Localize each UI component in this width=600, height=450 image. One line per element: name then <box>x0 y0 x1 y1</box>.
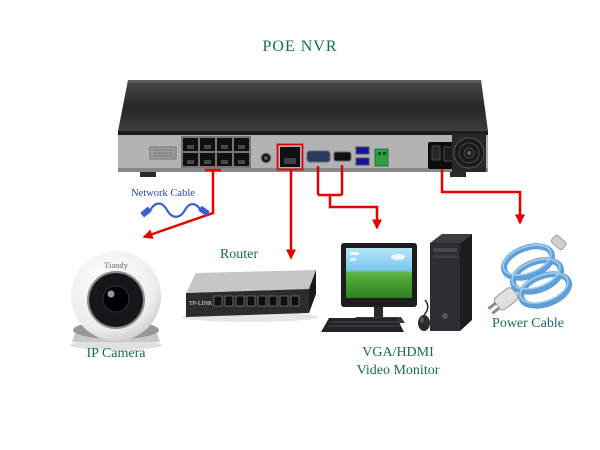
ip-camera-label: IP Camera <box>86 346 146 361</box>
router-illustration: TP-LINK <box>182 270 318 322</box>
nvr-usb-ports <box>355 146 370 166</box>
ip-camera-illustration: Tiandy <box>70 251 162 350</box>
mouse-illustration <box>418 299 430 331</box>
nvr-hdmi-port <box>333 151 352 162</box>
video-monitor-label-line1: VGA/HDMI <box>362 345 434 360</box>
router-brand: TP-LINK <box>189 301 213 307</box>
network-cable-doodle <box>140 202 210 218</box>
arrow-to-camera <box>142 170 215 239</box>
nvr-device <box>118 80 488 177</box>
nvr-title-label: POE NVR <box>262 38 338 55</box>
connection-arrows <box>142 165 525 260</box>
nvr-vga-port <box>306 150 331 163</box>
nvr-lan-port <box>276 143 304 171</box>
power-plug <box>487 287 519 315</box>
power-cable-label: Power Cable <box>492 316 564 331</box>
nvr-round-connector <box>260 152 272 164</box>
nvr-foot-left <box>140 172 156 177</box>
arrow-to-power-cable <box>440 169 525 225</box>
arrow-to-monitor <box>328 195 382 230</box>
video-monitor-label: VGA/HDMI Video Monitor <box>335 344 461 380</box>
nvr-top-edge <box>127 80 482 83</box>
nvr-fan <box>452 134 486 172</box>
router-label: Router <box>219 247 259 262</box>
nvr-power-inlet <box>428 142 456 169</box>
nvr-front-top-strip <box>118 131 488 135</box>
monitor-illustration <box>341 243 417 323</box>
power-cable-illustration <box>487 234 572 315</box>
nvr-vent <box>149 146 177 160</box>
nvr-foot-right <box>450 172 466 177</box>
video-monitor-label-line2: Video Monitor <box>356 363 440 378</box>
nvr-ethernet-ports <box>181 136 251 168</box>
nvr-top-face <box>118 80 488 131</box>
pc-tower-illustration <box>430 234 472 331</box>
power-cable-end-connector <box>550 234 567 251</box>
network-cable-label: Network Cable <box>131 188 195 199</box>
nvr-terminal-block <box>374 148 389 167</box>
camera-brand: Tiandy <box>104 260 129 270</box>
keyboard-illustration <box>321 318 404 332</box>
